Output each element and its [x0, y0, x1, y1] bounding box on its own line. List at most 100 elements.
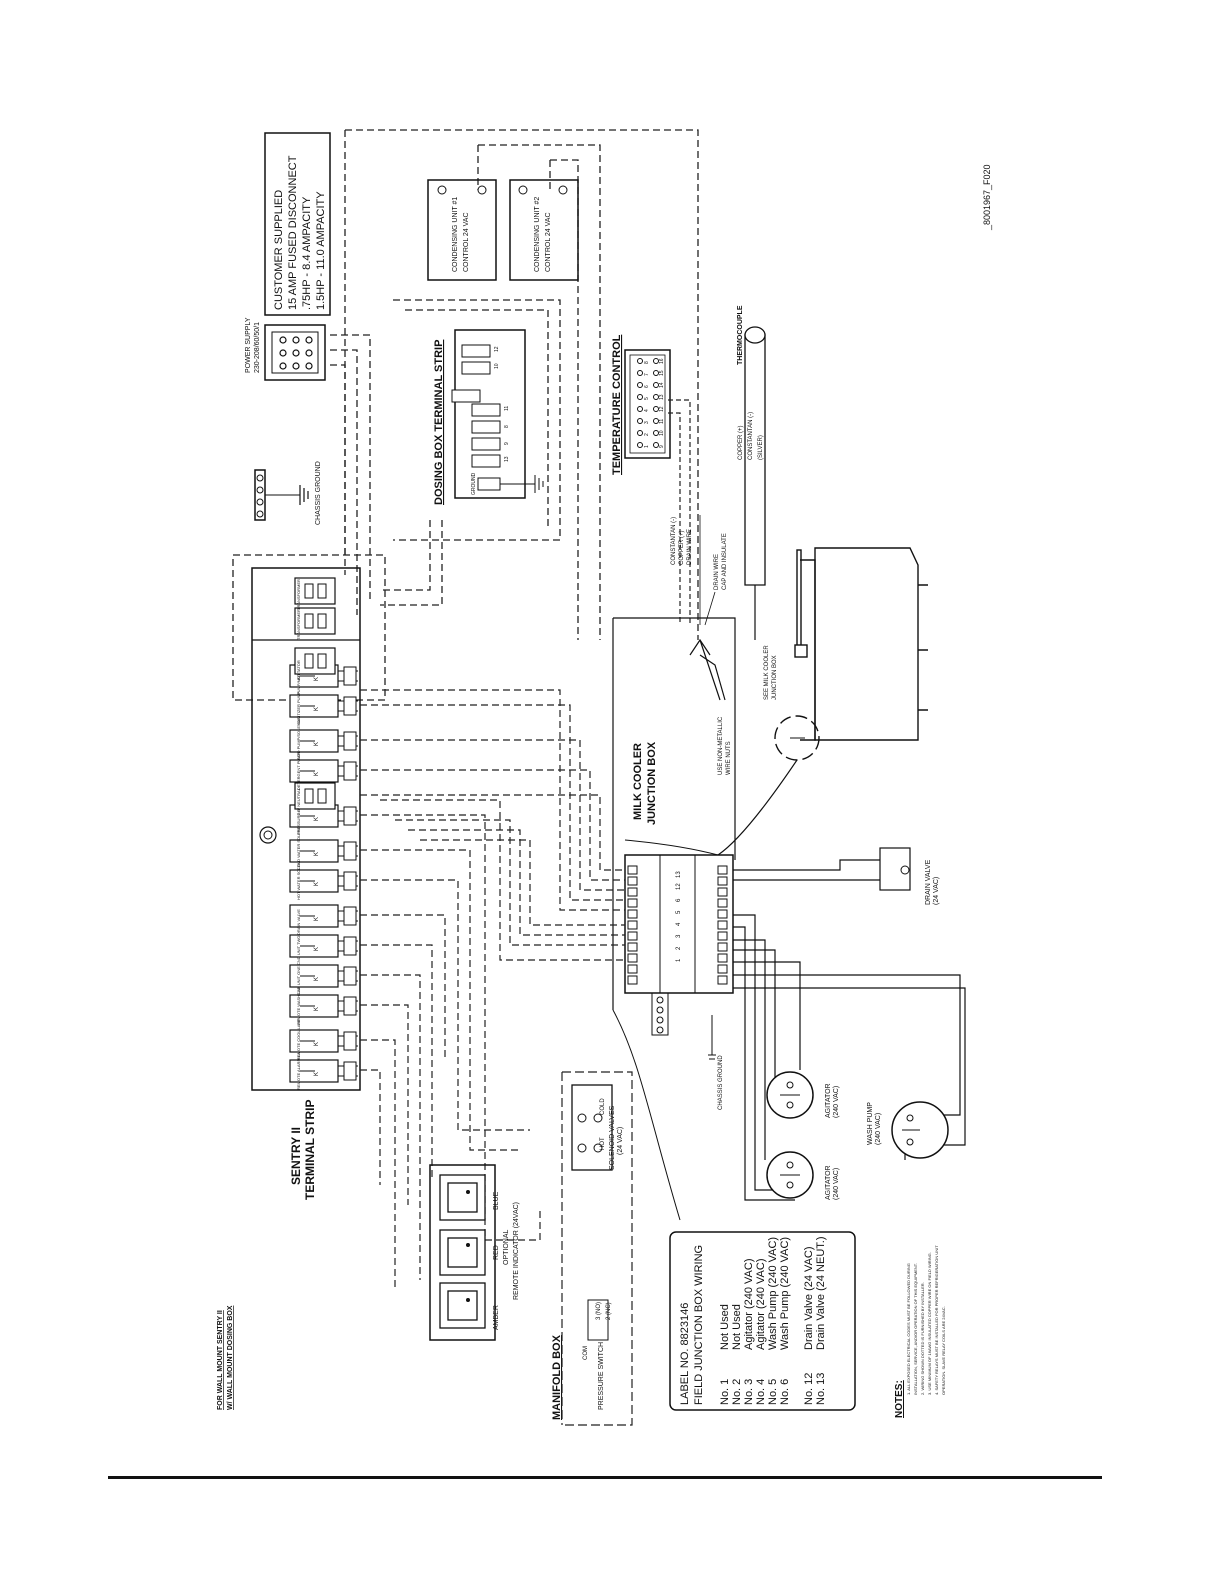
- thermo-constantan: CONSTANTAN (-): [748, 412, 754, 460]
- tc-num: 8: [644, 361, 650, 364]
- tc-num: 10: [659, 430, 665, 436]
- junction-title-1: MILK COOLER: [632, 743, 644, 820]
- tc-terminal: [637, 418, 643, 424]
- notes-title: NOTES:: [894, 1380, 905, 1418]
- header-note-2: W/ WALL MOUNT DOSING BOX: [227, 1305, 234, 1410]
- header-note: FOR WALL MOUNT SENTRY II W/ WALL MOUNT D…: [217, 1305, 234, 1410]
- cu2-line2: CONTROL 24 VAC: [545, 212, 552, 272]
- label-row-no: No. 4: [755, 1379, 767, 1405]
- junction-terminal: [717, 898, 728, 908]
- notes-line: OPERATION. SLAVE RELAY COILS ARE 24VAC.: [941, 1306, 946, 1395]
- junction-terminal: [627, 865, 638, 875]
- milk-cooler-junction-box: MILK COOLER JUNCTION BOX USE NON-METALLI…: [612, 617, 940, 1221]
- tc-terminal: [653, 418, 659, 424]
- jb-num-12: 12: [676, 883, 682, 890]
- remote-indicator: AMBER RED BLUE OPTIONAL REMOTE INDICATOR…: [429, 1164, 520, 1341]
- junction-terminal: [717, 876, 728, 886]
- thermo-copper: COPPER (+): [738, 425, 744, 460]
- junction-terminal: [717, 920, 728, 930]
- tc-terminal: [637, 406, 643, 412]
- dosing-ground: GROUND: [471, 472, 477, 495]
- junction-terminal: [717, 964, 728, 974]
- tc-terminal: [653, 406, 659, 412]
- sentry-terminal-label: CND UNIT ONE: [296, 966, 301, 995]
- power-supply-label-1: POWER SUPPLY: [245, 317, 252, 373]
- jb-num-13: 13: [676, 871, 682, 878]
- sentry-title-2: TERMINAL STRIP: [303, 1100, 317, 1200]
- tc-num: 4: [644, 409, 650, 412]
- dw-cap1: DRAIN WIRE: [714, 554, 720, 590]
- relay-letter: K: [314, 852, 320, 856]
- sentry-terminal-label: HOT WATER SOLENOID: [296, 855, 301, 900]
- dosing-num-1: 13: [504, 456, 510, 462]
- sentry-terminal-label: PRESSURE SWITCH: [296, 796, 301, 835]
- customer-line-2: 15 AMP FUSED DISCONNECT: [287, 155, 299, 310]
- ps-no: 3 (NO): [596, 1302, 602, 1320]
- dosing-box: DOSING BOX TERMINAL STRIP GROUND 13 9 8 …: [433, 329, 544, 505]
- tc-num: 7: [644, 373, 650, 376]
- footer-rule: [108, 1476, 1102, 1479]
- indicator-caption-2: REMOTE INDICATOR (24VAC): [513, 1202, 520, 1300]
- sentry-terminal-label: DETERGENT PUMP/SOLENOID: [296, 731, 301, 790]
- thermocouple: THERMOCOUPLE COPPER (+) CONSTANTAN (-) (…: [737, 305, 766, 640]
- junction-chassis-ground: CHASSIS GROUND: [718, 1055, 724, 1110]
- agitator-1-line1: AGITATOR: [825, 1165, 832, 1200]
- sentry-terminal-label: ACID PUMP/SOLENOID: [296, 716, 301, 760]
- junction-terminal: [627, 942, 638, 952]
- drawing-id: _8001967_F020: [982, 164, 992, 231]
- sentry-terminal-label: 24V NEUTRAL: [296, 787, 301, 815]
- milk-cooler-tank: SEE MILK COOLER JUNCTION BOX: [764, 547, 928, 761]
- drain-valve-1: DRAIN VALVE: [925, 859, 932, 905]
- tc-terminal: [637, 382, 643, 388]
- tc-num: 1: [644, 445, 650, 448]
- tc-terminal: [653, 430, 659, 436]
- sentry-terminal-label: REMOTE COOL LAMP: [296, 1018, 301, 1060]
- sentry-terminal: 24V NEUTRAL: [294, 782, 336, 815]
- relay-letter: K: [314, 707, 320, 711]
- agitator-2: AGITATOR (240 VAC): [766, 1071, 840, 1119]
- tc-num: 14: [659, 382, 665, 388]
- label-table: LABEL NO. 8823146 FIELD JUNCTION BOX WIR…: [669, 1231, 856, 1411]
- cu1-line2: CONTROL 24 VAC: [463, 212, 470, 272]
- pressure-switch: PRESSURE SWITCH: [598, 1342, 605, 1410]
- cu1-line1: CONDENSING UNIT #1: [452, 197, 459, 272]
- junction-terminal: [627, 931, 638, 941]
- label-row-desc: Agitator (240 VAC): [755, 1258, 767, 1350]
- junction-terminal: [717, 865, 728, 875]
- label-row-no: No. 1: [719, 1379, 731, 1405]
- customer-line-4: 1.5HP - 11.0 AMPACITY: [315, 191, 327, 310]
- relay-letter: K: [314, 1072, 320, 1076]
- power-supply-label-2: 230-208/60/50/1: [254, 322, 261, 373]
- tc-terminal: [637, 442, 643, 448]
- notes-line: 3. USE MINIMUM OF 16AWG INSULATED COPPER…: [927, 1252, 932, 1395]
- jb-num-5: 5: [676, 910, 682, 914]
- tc-num: 5: [644, 397, 650, 400]
- agitator-1-line2: (240 VAC): [833, 1168, 840, 1200]
- dosing-num-5: 12: [494, 346, 500, 352]
- tc-terminal: [637, 430, 643, 436]
- power-supply: POWER SUPPLY 230-208/60/50/1 CUSTOMER SU…: [245, 132, 331, 381]
- dw-constantan: CONSTANTAN (-): [671, 517, 677, 565]
- tc-num: 12: [659, 406, 665, 412]
- sentry-terminal-label: DRAIN VALVE: [296, 909, 301, 935]
- label-row-desc: Not Used: [731, 1304, 743, 1350]
- junction-terminal: [627, 953, 638, 963]
- tc-num: 6: [644, 385, 650, 388]
- junction-terminal: [717, 931, 728, 941]
- sentry-terminal: AGITATOR: [294, 647, 336, 680]
- cu2-line1: CONDENSING UNIT #2: [534, 197, 541, 272]
- sentry-terminal-label: AGITATOR: [296, 660, 301, 680]
- junction-terminal: [717, 953, 728, 963]
- ps-com: COM: [583, 1346, 589, 1360]
- dw-copper: COPPER (+): [679, 530, 685, 565]
- label-row-no: No. 2: [731, 1379, 743, 1405]
- label-row-no: No. 13: [815, 1373, 827, 1405]
